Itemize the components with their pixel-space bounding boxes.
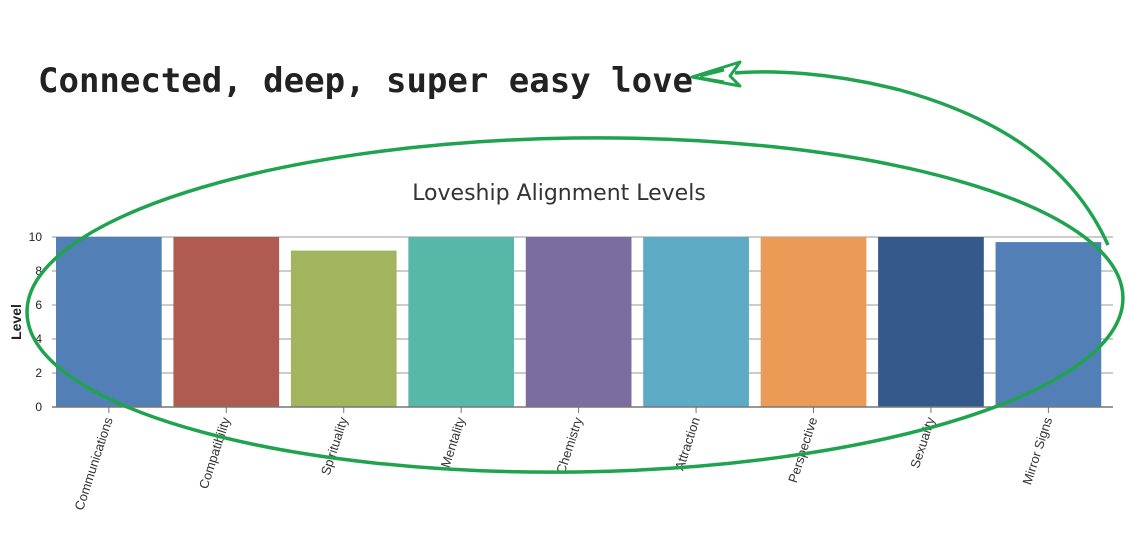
bar — [643, 237, 749, 407]
y-tick-label: 6 — [35, 298, 42, 312]
y-tick-label: 4 — [35, 332, 42, 346]
bar — [408, 237, 515, 407]
x-category-label: Mirror Signs — [1019, 415, 1055, 487]
y-axis-label: Level — [8, 304, 24, 340]
bars — [56, 237, 1102, 407]
category-labels: Communications Compatibility Spirituality M… — [72, 407, 1055, 512]
y-tick-label: 0 — [35, 400, 42, 414]
bar — [56, 237, 162, 407]
annotation-arrow-line — [734, 70, 1110, 246]
annotation-arrowhead-icon — [690, 60, 742, 88]
x-category-label: Perspective — [785, 415, 820, 484]
y-tick-label: 10 — [29, 230, 43, 244]
y-axis-ticks: 0 2 4 6 8 10 — [29, 230, 43, 414]
x-category-label: Spirituality — [318, 415, 351, 477]
headline-text: Connected, deep, super easy love — [38, 61, 693, 101]
x-category-label: Communications — [72, 415, 116, 512]
chart-title: Loveship Alignment Levels — [412, 181, 706, 206]
bar — [995, 242, 1102, 407]
bar — [290, 250, 397, 407]
annotation-ellipse — [25, 136, 1125, 474]
y-tick-label: 8 — [35, 264, 42, 278]
bar — [525, 237, 632, 407]
x-category-label: Compatibility — [196, 415, 233, 491]
bar — [878, 237, 984, 407]
x-category-label: Sexuality — [907, 415, 938, 470]
x-category-label: Mentality — [438, 415, 468, 470]
bar — [760, 237, 867, 407]
y-tick-label: 2 — [35, 366, 42, 380]
bar — [173, 237, 280, 407]
x-category-label: Chemistry — [553, 415, 585, 476]
x-category-label: Attraction — [672, 415, 703, 472]
